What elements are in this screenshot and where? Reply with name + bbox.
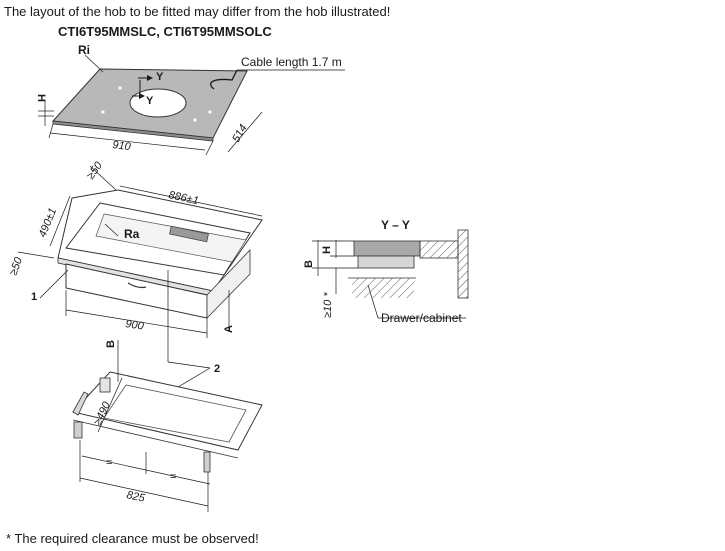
- hob-depth-dim: [227, 111, 263, 153]
- cabinet-side: [206, 249, 251, 319]
- model-title: CTI6T95MMSLC, CTI6T95MMSOLC: [58, 24, 272, 39]
- hob-view: Ri H Y Y Cable length 1.7 m 910 514: [35, 43, 345, 156]
- header-note: The layout of the hob to be fitted may d…: [4, 4, 391, 19]
- section-label-b: B: [303, 260, 315, 268]
- marker-1-leader: [39, 269, 69, 299]
- frame-view: B 2 ≥490 = = 825: [72, 340, 263, 512]
- cutout-label-ra: Ra: [124, 227, 140, 241]
- cutout-depth-dim: [49, 195, 71, 247]
- section-wall: [457, 229, 469, 299]
- cutout-dim-depth: 490±1: [37, 206, 60, 239]
- section-hob: [353, 240, 421, 257]
- section-drawer: [352, 278, 414, 298]
- cutout-side-dim: [17, 251, 55, 259]
- section-worktop: [419, 240, 459, 259]
- frame-width-dim: [79, 477, 209, 507]
- section-label-h: H: [321, 246, 333, 254]
- frame-equal-left: =: [106, 457, 112, 469]
- frame-left-block: [99, 377, 111, 393]
- frame-dim-width: 825: [125, 489, 146, 505]
- hob-label-y-bottom: Y: [146, 95, 154, 107]
- hob-fixing-point: [193, 118, 197, 122]
- cutout-label-a: A: [223, 325, 235, 333]
- ra-leader: [104, 223, 119, 237]
- hob-dim-depth: 514: [230, 123, 250, 145]
- hob-width-ext: [205, 140, 214, 156]
- cutout-front-dim: [65, 309, 208, 334]
- hob-width-dim: [49, 132, 206, 151]
- section-title: Y – Y: [381, 218, 410, 232]
- section-clearance: ≥10 *: [322, 292, 334, 318]
- cable-duct: [169, 225, 209, 243]
- frame-left-block: [73, 421, 83, 439]
- cutout-dim-front: 900: [125, 318, 146, 333]
- hob-label-y-top: Y: [156, 71, 164, 83]
- marker-2: 2: [214, 363, 220, 375]
- frame-opening: [103, 384, 247, 443]
- frame-depth-dim: [97, 377, 123, 433]
- drawer-leader: [367, 284, 379, 319]
- cutout-clear-back: ≥50: [85, 159, 106, 182]
- section-drawer-label: Drawer/cabinet: [381, 311, 462, 325]
- hob-label-h: H: [35, 94, 47, 102]
- hob-fixing-point: [208, 110, 212, 114]
- cutout-back-dim: [89, 165, 117, 191]
- cutout-clear-side: ≥50: [8, 255, 26, 277]
- marker-2-line: [167, 361, 211, 369]
- section-view: Y – Y B H ≥10 * Drawer/cabinet: [303, 218, 469, 325]
- cutout-back-wall: [95, 213, 247, 263]
- cutout-view: Ra A 886±1 490±1 900 ≥50 ≥50 1: [8, 159, 263, 338]
- section-hob-body: [357, 255, 415, 269]
- drawer-handle: [127, 282, 147, 289]
- footnote: * The required clearance must be observe…: [6, 531, 259, 546]
- cutout-top-dim: [119, 185, 263, 217]
- hob-fixing-point: [118, 86, 122, 90]
- hob-cable-label: Cable length 1.7 m: [241, 55, 342, 69]
- hob-cable: [209, 69, 238, 90]
- hob-width-ext: [48, 123, 54, 139]
- hob-label-ri: Ri: [78, 43, 90, 57]
- hob-dim-width: 910: [112, 139, 133, 153]
- frame-right-block: [203, 451, 211, 473]
- frame-left-rail: [72, 391, 89, 416]
- frame-equal-right: =: [170, 471, 176, 483]
- hob-cooking-zone: [129, 88, 187, 118]
- hob-fixing-point: [101, 110, 105, 114]
- hob-ri-leader: [84, 54, 104, 73]
- frame-label-b: B: [105, 340, 117, 348]
- marker-1: 1: [31, 291, 37, 303]
